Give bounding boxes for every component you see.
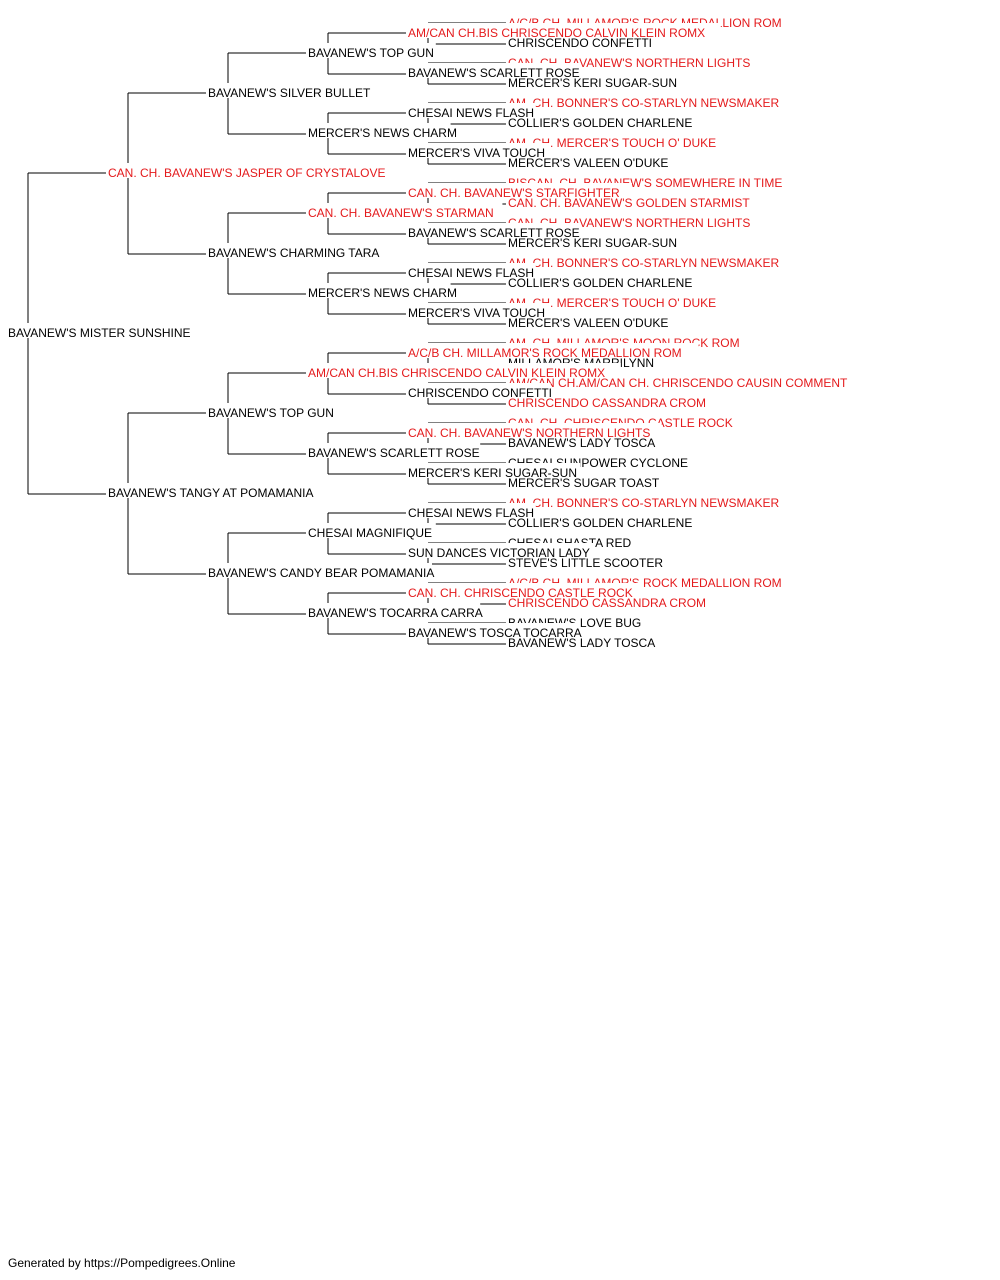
name-backdrop	[406, 503, 536, 518]
name-backdrop	[306, 603, 481, 618]
dog-name[interactable]: COLLIER'S GOLDEN CHARLENE	[508, 116, 692, 130]
name-backdrop	[206, 563, 432, 578]
dog-name[interactable]: CHESAI NEWS FLASH	[408, 506, 534, 520]
name-backdrop	[6, 323, 195, 338]
name-backdrop	[406, 63, 581, 78]
dog-name[interactable]: MERCER'S KERI SUGAR-SUN	[508, 236, 677, 250]
dog-name[interactable]: CHESAI MAGNIFIQUE	[308, 526, 432, 540]
name-backdrop	[406, 223, 581, 238]
titled-dog-name[interactable]: A/C/B CH. MILLAMOR'S ROCK MEDALLION ROM	[408, 346, 682, 360]
dog-name[interactable]: STEVE'S LITTLE SCOOTER	[508, 556, 663, 570]
name-backdrop	[106, 483, 318, 498]
titled-dog-name[interactable]: AM/CAN CH.BIS CHRISCENDO CALVIN KLEIN RO…	[408, 26, 705, 40]
titled-dog-name[interactable]: AM/CAN CH.AM/CAN CH. CHRISCENDO CAUSIN C…	[508, 376, 848, 390]
dog-name[interactable]: BAVANEW'S SCARLETT ROSE	[408, 66, 580, 80]
titled-dog-name[interactable]: CAN. CH. BAVANEW'S STARMAN	[308, 206, 494, 220]
name-backdrop	[406, 263, 536, 278]
dog-name[interactable]: CHESAI NEWS FLASH	[408, 106, 534, 120]
titled-dog-name[interactable]: CAN. CH. BAVANEW'S NORTHERN LIGHTS	[408, 426, 650, 440]
name-backdrop	[506, 493, 784, 508]
dog-name[interactable]: CHRISCENDO CONFETTI	[408, 386, 552, 400]
name-backdrop	[506, 513, 695, 528]
titled-dog-name[interactable]: CAN. CH. BAVANEW'S GOLDEN STARMIST	[508, 196, 750, 210]
name-backdrop	[406, 143, 551, 158]
dog-name[interactable]: BAVANEW'S MISTER SUNSHINE	[8, 326, 191, 340]
titled-dog-name[interactable]: AM/CAN CH.BIS CHRISCENDO CALVIN KLEIN RO…	[308, 366, 605, 380]
name-backdrop	[306, 203, 503, 218]
name-backdrop	[206, 403, 336, 418]
name-backdrop	[406, 343, 699, 358]
dog-name[interactable]: BAVANEW'S CANDY BEAR POMAMANIA	[208, 566, 434, 580]
name-backdrop	[506, 293, 732, 308]
dog-name[interactable]: BAVANEW'S CHARMING TARA	[208, 246, 379, 260]
name-backdrop	[406, 623, 581, 638]
name-backdrop	[406, 103, 536, 118]
name-backdrop	[306, 43, 436, 58]
name-backdrop	[406, 23, 721, 38]
dog-name[interactable]: BAVANEW'S TOP GUN	[308, 46, 434, 60]
dog-name[interactable]: MERCER'S NEWS CHARM	[308, 126, 457, 140]
name-backdrop	[406, 543, 595, 558]
name-backdrop	[506, 273, 695, 288]
dog-name[interactable]: BAVANEW'S TOCARRA CARRA	[308, 606, 483, 620]
titled-dog-name[interactable]: CAN. CH. BAVANEW'S STARFIGHTER	[408, 186, 620, 200]
name-backdrop	[506, 113, 695, 128]
name-backdrop	[106, 163, 399, 178]
name-backdrop	[306, 523, 436, 538]
dog-name[interactable]: BAVANEW'S SCARLETT ROSE	[408, 226, 580, 240]
dog-name[interactable]: CHRISCENDO CONFETTI	[508, 36, 652, 50]
name-backdrop	[206, 243, 381, 258]
dog-name[interactable]: MERCER'S SUGAR TOAST	[508, 476, 660, 490]
titled-dog-name[interactable]: AM. CH. BONNER'S CO-STARLYN NEWSMAKER	[508, 496, 780, 510]
dog-name[interactable]: BAVANEW'S LADY TOSCA	[508, 436, 655, 450]
dog-name[interactable]: SUN DANCES VICTORIAN LADY	[408, 546, 590, 560]
name-backdrop	[206, 83, 381, 98]
name-backdrop	[406, 183, 632, 198]
name-backdrop	[406, 383, 551, 398]
dog-name[interactable]: MERCER'S KERI SUGAR-SUN	[508, 76, 677, 90]
dog-name[interactable]: BAVANEW'S TANGY AT POMAMANIA	[108, 486, 313, 500]
dog-name[interactable]: CHESAI NEWS FLASH	[408, 266, 534, 280]
name-backdrop	[506, 253, 784, 268]
dog-name[interactable]: MERCER'S VALEEN O'DUKE	[508, 156, 668, 170]
dog-name[interactable]: BAVANEW'S SCARLETT ROSE	[308, 446, 480, 460]
name-backdrop	[406, 463, 581, 478]
pedigree-names: A/C/B CH. MILLAMOR'S ROCK MEDALLION ROM C…	[6, 13, 851, 650]
dog-name[interactable]: BAVANEW'S SILVER BULLET	[208, 86, 371, 100]
dog-name[interactable]: BAVANEW'S TOP GUN	[208, 406, 334, 420]
dog-name[interactable]: COLLIER'S GOLDEN CHARLENE	[508, 516, 692, 530]
name-backdrop	[406, 423, 662, 438]
name-backdrop	[306, 443, 481, 458]
dog-name[interactable]: BAVANEW'S TOSCA TOCARRA	[408, 626, 582, 640]
titled-dog-name[interactable]: AM. CH. BONNER'S CO-STARLYN NEWSMAKER	[508, 256, 780, 270]
titled-dog-name[interactable]: CAN. CH. CHRISCENDO CASTLE ROCK	[408, 586, 633, 600]
dog-name[interactable]: MERCER'S NEWS CHARM	[308, 286, 457, 300]
name-backdrop	[306, 123, 451, 138]
dog-name[interactable]: MERCER'S VIVA TOUCH	[408, 146, 545, 160]
name-backdrop	[506, 93, 784, 108]
titled-dog-name[interactable]: CHRISCENDO CASSANDRA CROM	[508, 596, 706, 610]
name-backdrop	[406, 583, 640, 598]
titled-dog-name[interactable]: CHRISCENDO CASSANDRA CROM	[508, 396, 706, 410]
titled-dog-name[interactable]: AM. CH. MERCER'S TOUCH O' DUKE	[508, 136, 716, 150]
footer-credit: Generated by https://Pompedigrees.Online	[8, 1256, 236, 1270]
name-backdrop	[506, 133, 732, 148]
dog-name[interactable]: MERCER'S VIVA TOUCH	[408, 306, 545, 320]
titled-dog-name[interactable]: AM. CH. BONNER'S CO-STARLYN NEWSMAKER	[508, 96, 780, 110]
titled-dog-name[interactable]: AM. CH. MERCER'S TOUCH O' DUKE	[508, 296, 716, 310]
name-backdrop	[506, 393, 695, 408]
dog-name[interactable]: MERCER'S KERI SUGAR-SUN	[408, 466, 577, 480]
name-backdrop	[306, 283, 451, 298]
name-backdrop	[406, 303, 551, 318]
titled-dog-name[interactable]: CAN. CH. BAVANEW'S JASPER OF CRYSTALOVE	[108, 166, 385, 180]
dog-name[interactable]: BAVANEW'S LADY TOSCA	[508, 636, 655, 650]
dog-name[interactable]: COLLIER'S GOLDEN CHARLENE	[508, 276, 692, 290]
dog-name[interactable]: MERCER'S VALEEN O'DUKE	[508, 316, 668, 330]
name-backdrop	[306, 363, 621, 378]
